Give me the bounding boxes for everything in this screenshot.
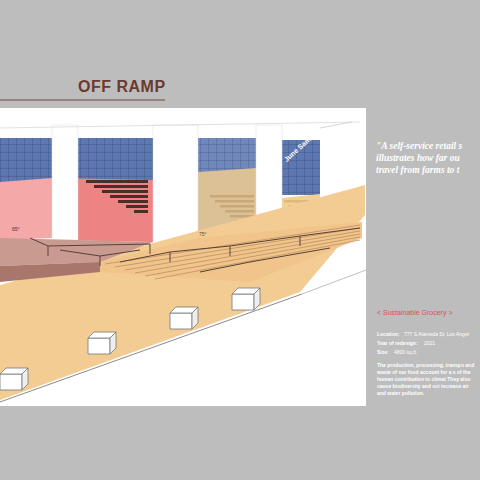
- project-name: < Sustainable Grocery >: [377, 308, 477, 317]
- cube: [170, 313, 192, 329]
- title-rule: [0, 99, 165, 100]
- field-value: 2021: [424, 340, 435, 346]
- cube: [0, 374, 22, 390]
- body-text: The production, processing, transpo and …: [377, 362, 476, 397]
- panel: [0, 108, 366, 406]
- field-value: 4800 sq.ft.: [394, 349, 417, 355]
- cube: [88, 338, 110, 354]
- angle-label: 75°: [199, 231, 207, 237]
- quote: "A self-service retail s illustrates how…: [376, 140, 476, 176]
- field-name: Size:: [377, 349, 389, 355]
- field-name: Location:: [377, 331, 400, 337]
- field-value: 777 S Alameda St, Los Angel: [404, 331, 469, 337]
- field-name: Year of redesign:: [377, 340, 418, 346]
- angle-label: 65°: [12, 226, 20, 232]
- tan-platform: [100, 222, 362, 282]
- pink-seating: [0, 178, 52, 240]
- floor: [0, 185, 365, 400]
- title: OFF RAMP: [78, 78, 166, 96]
- cube: [232, 294, 254, 310]
